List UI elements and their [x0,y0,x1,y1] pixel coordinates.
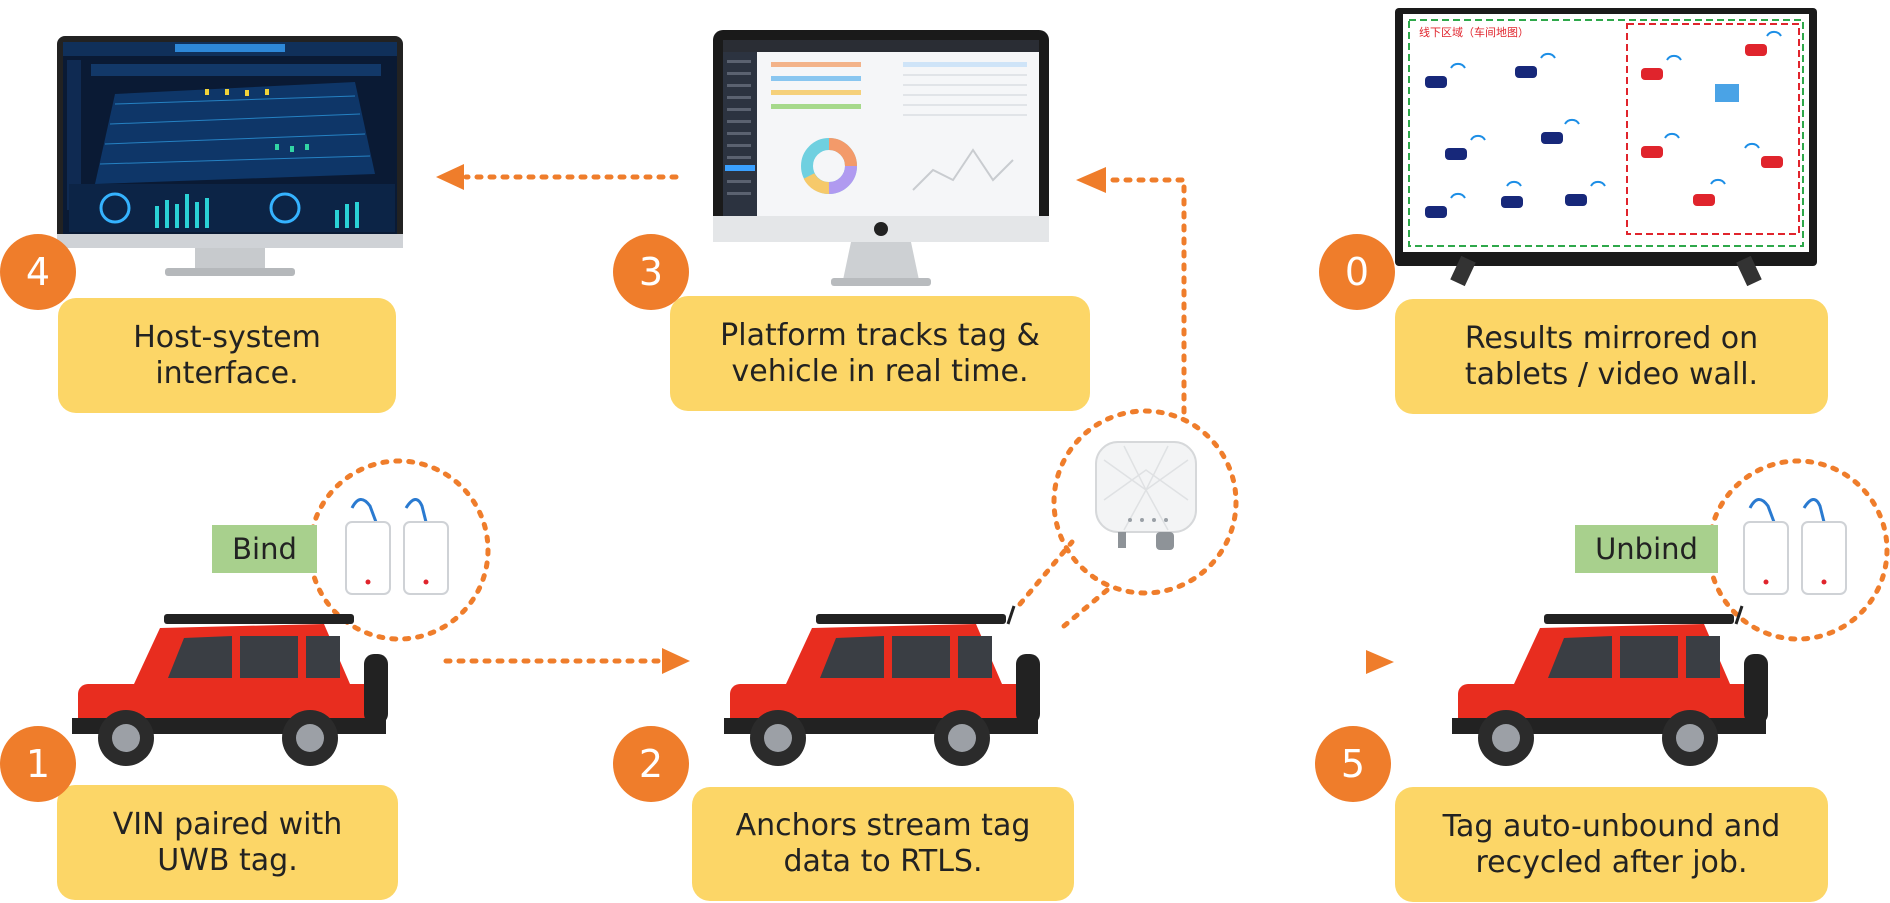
caption-step5: Tag auto-unbound and recycled after job. [1395,787,1828,902]
map-title: 线下区域（车间地图） [1419,25,1529,39]
caption-step1: VIN paired with UWB tag. [57,785,398,900]
step-badge-1: 1 [0,726,76,802]
vehicle-step2 [724,605,1040,766]
video-wall-tv: 线下区域（车间地图） [1395,8,1817,287]
step-badge-4: 4 [0,234,76,310]
bind-label: Bind [212,525,317,573]
anchor-callout-lines [1017,539,1115,629]
unbind-label: Unbind [1575,525,1718,573]
caption-step0: Results mirrored on tablets / video wall… [1395,299,1828,414]
arrow-step1-to-step2 [443,648,690,674]
arrow-step2-to-step5 [1150,650,1394,674]
uwb-tag-pair-bind [345,498,449,595]
caption-step4: Host-system interface. [58,298,396,413]
platform-monitor [713,30,1049,286]
step-badge-5: 5 [1315,726,1391,802]
uwb-anchor-device [1095,441,1197,550]
caption-step3: Platform tracks tag & vehicle in real ti… [670,296,1090,411]
vehicle-step1 [72,614,388,766]
host-system-monitor [57,36,403,276]
arrow-step2-to-step3 [1076,167,1187,415]
uwb-tag-pair-unbind [1743,498,1847,595]
anchor-circle [1051,408,1239,596]
arrow-step3-to-step4 [436,164,679,190]
step-badge-3: 3 [613,234,689,310]
vehicle-step5 [1452,605,1768,766]
caption-step2: Anchors stream tag data to RTLS. [692,787,1074,901]
step-badge-2: 2 [613,726,689,802]
step-badge-0: 0 [1319,234,1395,310]
